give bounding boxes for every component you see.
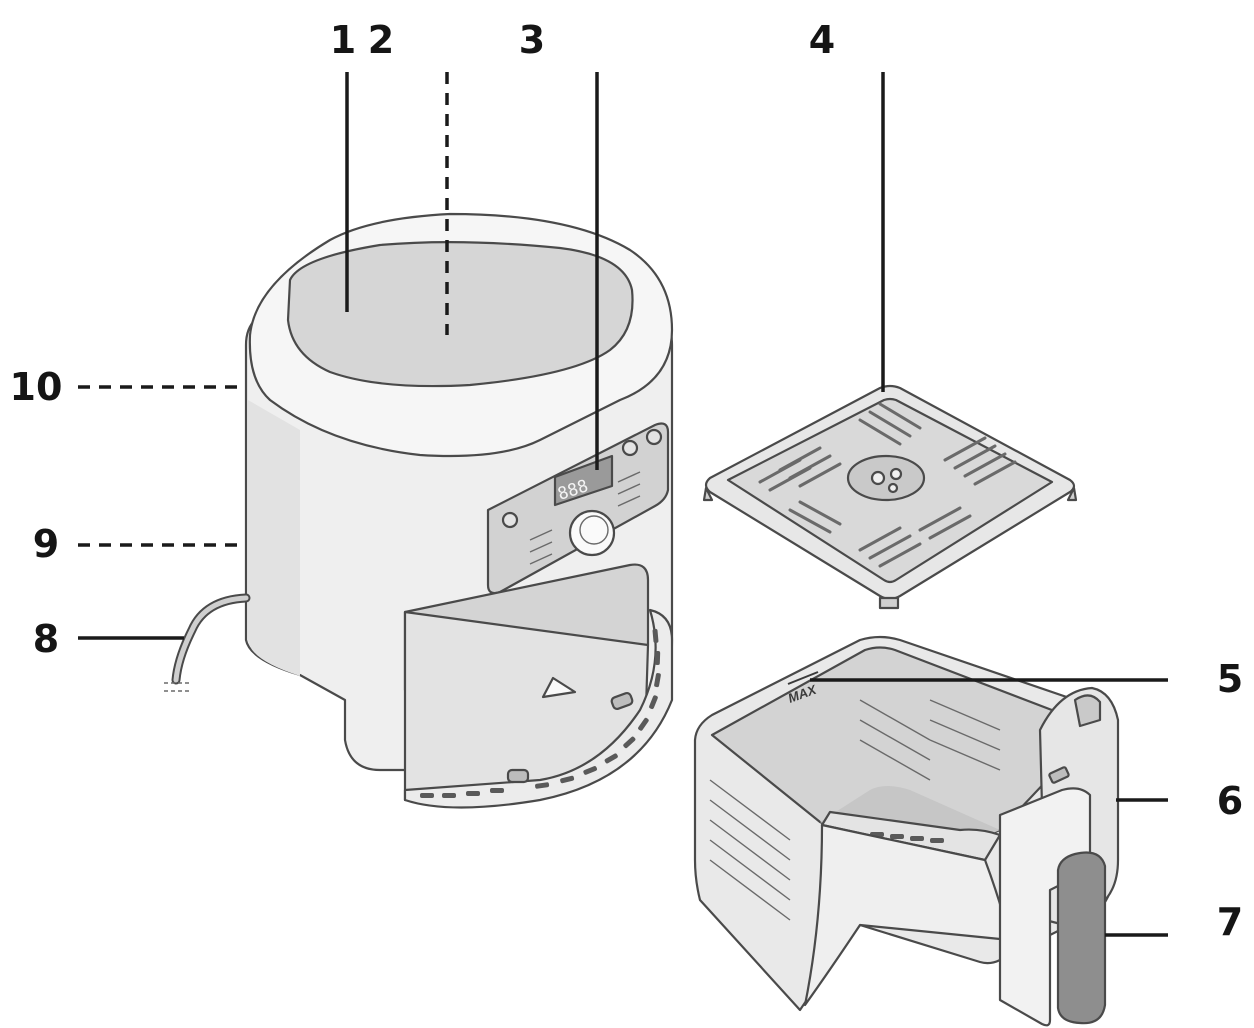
- basket-front-face: [803, 823, 1012, 1007]
- warning-triangle-icon: [541, 676, 577, 699]
- cooking-basket: MAX: [693, 635, 1120, 1027]
- air-fryer-main-unit: 888: [164, 212, 674, 809]
- handle-grip-pad: [1056, 851, 1107, 1025]
- leader-lines: [78, 72, 1168, 937]
- callout-9: 9: [33, 522, 59, 566]
- crisper-plate-foot: [878, 596, 900, 610]
- top-panel: [286, 241, 634, 388]
- callout-10: 10: [10, 365, 63, 409]
- max-fill-line: [787, 671, 819, 685]
- cavity-rim: [403, 608, 674, 809]
- callout-6: 6: [1217, 779, 1243, 823]
- callout-3: 3: [519, 18, 545, 62]
- control-button-icon: [621, 439, 639, 457]
- basket-wall-ribs: [709, 699, 1001, 921]
- callout-7: 7: [1217, 900, 1243, 944]
- crisper-plate-center: [846, 454, 926, 502]
- handle-release-latch: [1073, 694, 1102, 728]
- callout-4: 4: [809, 18, 835, 62]
- rim-foot-icon: [506, 768, 530, 784]
- housing-side-shade: [248, 400, 300, 676]
- callout-2: 2: [368, 18, 394, 62]
- control-dial-cap: [579, 515, 609, 545]
- handle-lock-tab: [1048, 766, 1070, 784]
- callout-8: 8: [33, 617, 59, 661]
- basket-handle: [998, 787, 1092, 1027]
- rim-vent-slots: [420, 628, 661, 798]
- crisper-plate: [702, 384, 1078, 610]
- control-button-icon: [645, 428, 663, 446]
- rim-foot-icon: [610, 691, 634, 711]
- callout-1: 1: [330, 18, 356, 62]
- callout-labels: 1 2 3 4 5 6 7 8 9 10: [10, 18, 1244, 944]
- callout-5: 5: [1217, 657, 1243, 701]
- control-button-icon: [501, 511, 519, 529]
- control-dial: [568, 509, 616, 557]
- crisper-plate-slots: [758, 402, 1017, 568]
